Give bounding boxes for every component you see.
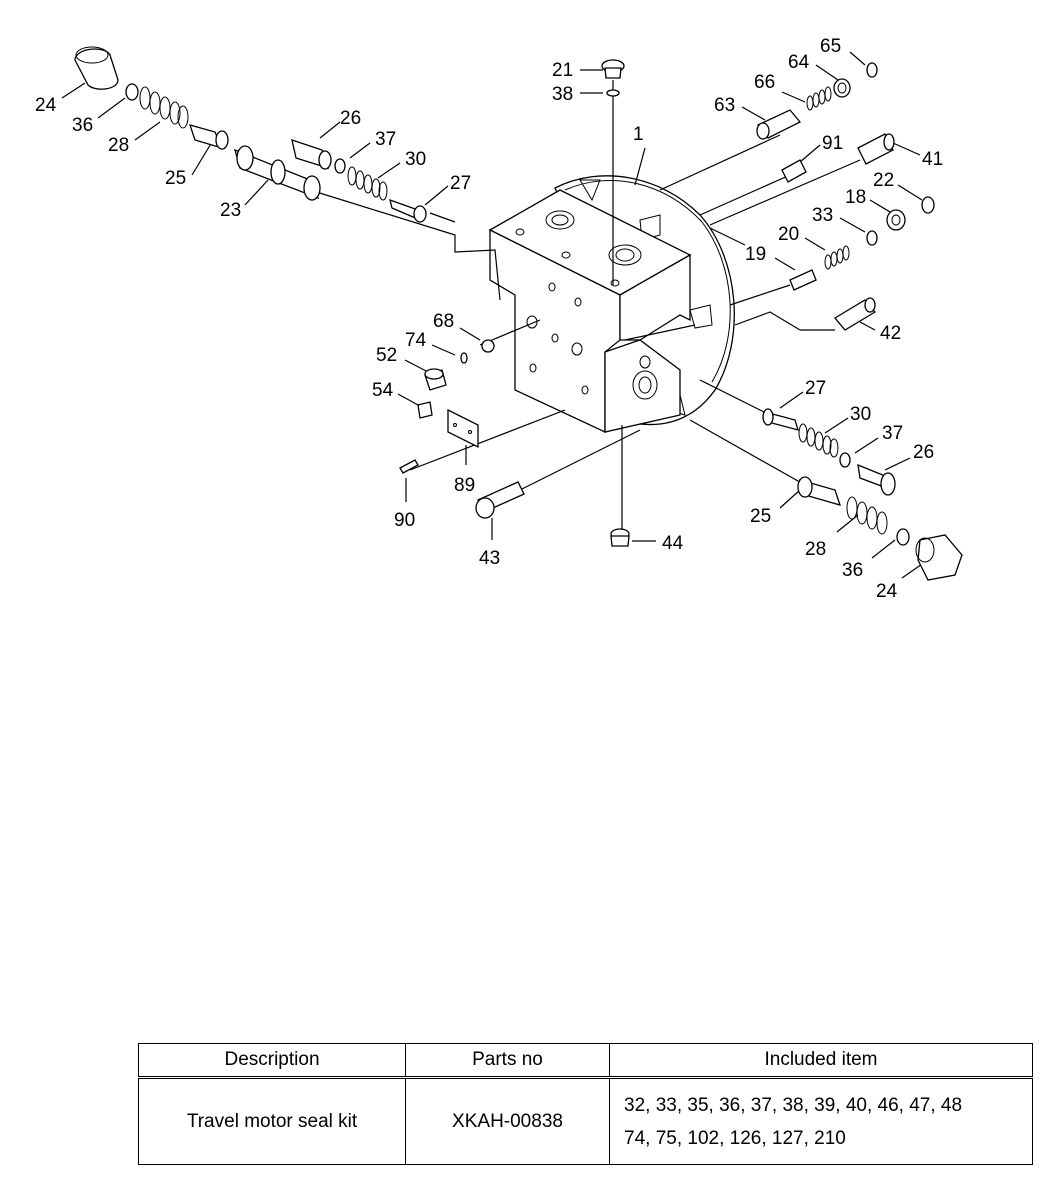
- callout-74: 74: [405, 330, 427, 351]
- callout-37-right: 37: [882, 423, 903, 444]
- callout-36-left: 36: [72, 115, 93, 136]
- seal-kit-table: Description Parts no Included item Trave…: [138, 1043, 1033, 1165]
- header-included-item: Included item: [609, 1043, 1033, 1079]
- exploded-parts-diagram: 24 36 28 25 23 26 37 30 27 21 38 1 63 66…: [35, 36, 963, 602]
- header-parts-no: Parts no: [405, 1043, 610, 1079]
- callout-26-left: 26: [340, 108, 361, 129]
- included-items-line-2: 74, 75, 102, 126, 127, 210: [624, 1127, 846, 1149]
- callout-26-right: 26: [913, 442, 934, 463]
- callout-89: 89: [454, 475, 475, 496]
- callout-27-right: 27: [805, 378, 826, 399]
- callout-33: 33: [812, 205, 833, 226]
- callout-28-right: 28: [805, 539, 826, 560]
- callout-37-left: 37: [375, 129, 396, 150]
- callout-24-left: 24: [35, 95, 57, 116]
- callout-30-right: 30: [850, 404, 871, 425]
- callout-44: 44: [662, 533, 684, 554]
- callout-64: 64: [788, 52, 810, 73]
- callout-1: 1: [633, 124, 644, 145]
- cell-included-items: 32, 33, 35, 36, 37, 38, 39, 40, 46, 47, …: [609, 1077, 1033, 1165]
- callout-90: 90: [394, 510, 415, 531]
- motor-housing: [488, 175, 735, 434]
- callout-30-left: 30: [405, 149, 426, 170]
- table-header-row: Description Parts no Included item: [138, 1043, 1033, 1079]
- callout-labels: 24 36 28 25 23 26 37 30 27 21 38 1 63 66…: [35, 36, 943, 602]
- callout-24-right: 24: [876, 581, 898, 602]
- leader-lines: [61, 51, 926, 579]
- cell-parts-no: XKAH-00838: [405, 1077, 610, 1165]
- loose-parts: [74, 46, 963, 581]
- callout-38: 38: [552, 84, 573, 105]
- callout-21: 21: [552, 60, 573, 81]
- header-description: Description: [138, 1043, 406, 1079]
- callout-23: 23: [220, 200, 241, 221]
- callout-27-left: 27: [450, 173, 471, 194]
- callout-25-right: 25: [750, 506, 771, 527]
- table-row: Travel motor seal kit XKAH-00838 32, 33,…: [138, 1077, 1033, 1165]
- included-items-line-1: 32, 33, 35, 36, 37, 38, 39, 40, 46, 47, …: [624, 1094, 963, 1116]
- callout-25-left: 25: [165, 168, 186, 189]
- callout-63: 63: [714, 95, 735, 116]
- callout-28-left: 28: [108, 135, 129, 156]
- callout-65: 65: [820, 36, 841, 57]
- callout-91: 91: [822, 133, 843, 154]
- callout-68: 68: [433, 311, 454, 332]
- callout-66: 66: [754, 72, 775, 93]
- callout-19: 19: [745, 244, 766, 265]
- callout-52: 52: [376, 345, 397, 366]
- callout-43: 43: [479, 548, 500, 569]
- callout-54: 54: [372, 380, 394, 401]
- cell-description: Travel motor seal kit: [138, 1077, 406, 1165]
- callout-41: 41: [922, 149, 943, 170]
- callout-22: 22: [873, 170, 894, 191]
- callout-42: 42: [880, 323, 901, 344]
- callout-20: 20: [778, 224, 799, 245]
- callout-18: 18: [845, 187, 866, 208]
- callout-36-right: 36: [842, 560, 863, 581]
